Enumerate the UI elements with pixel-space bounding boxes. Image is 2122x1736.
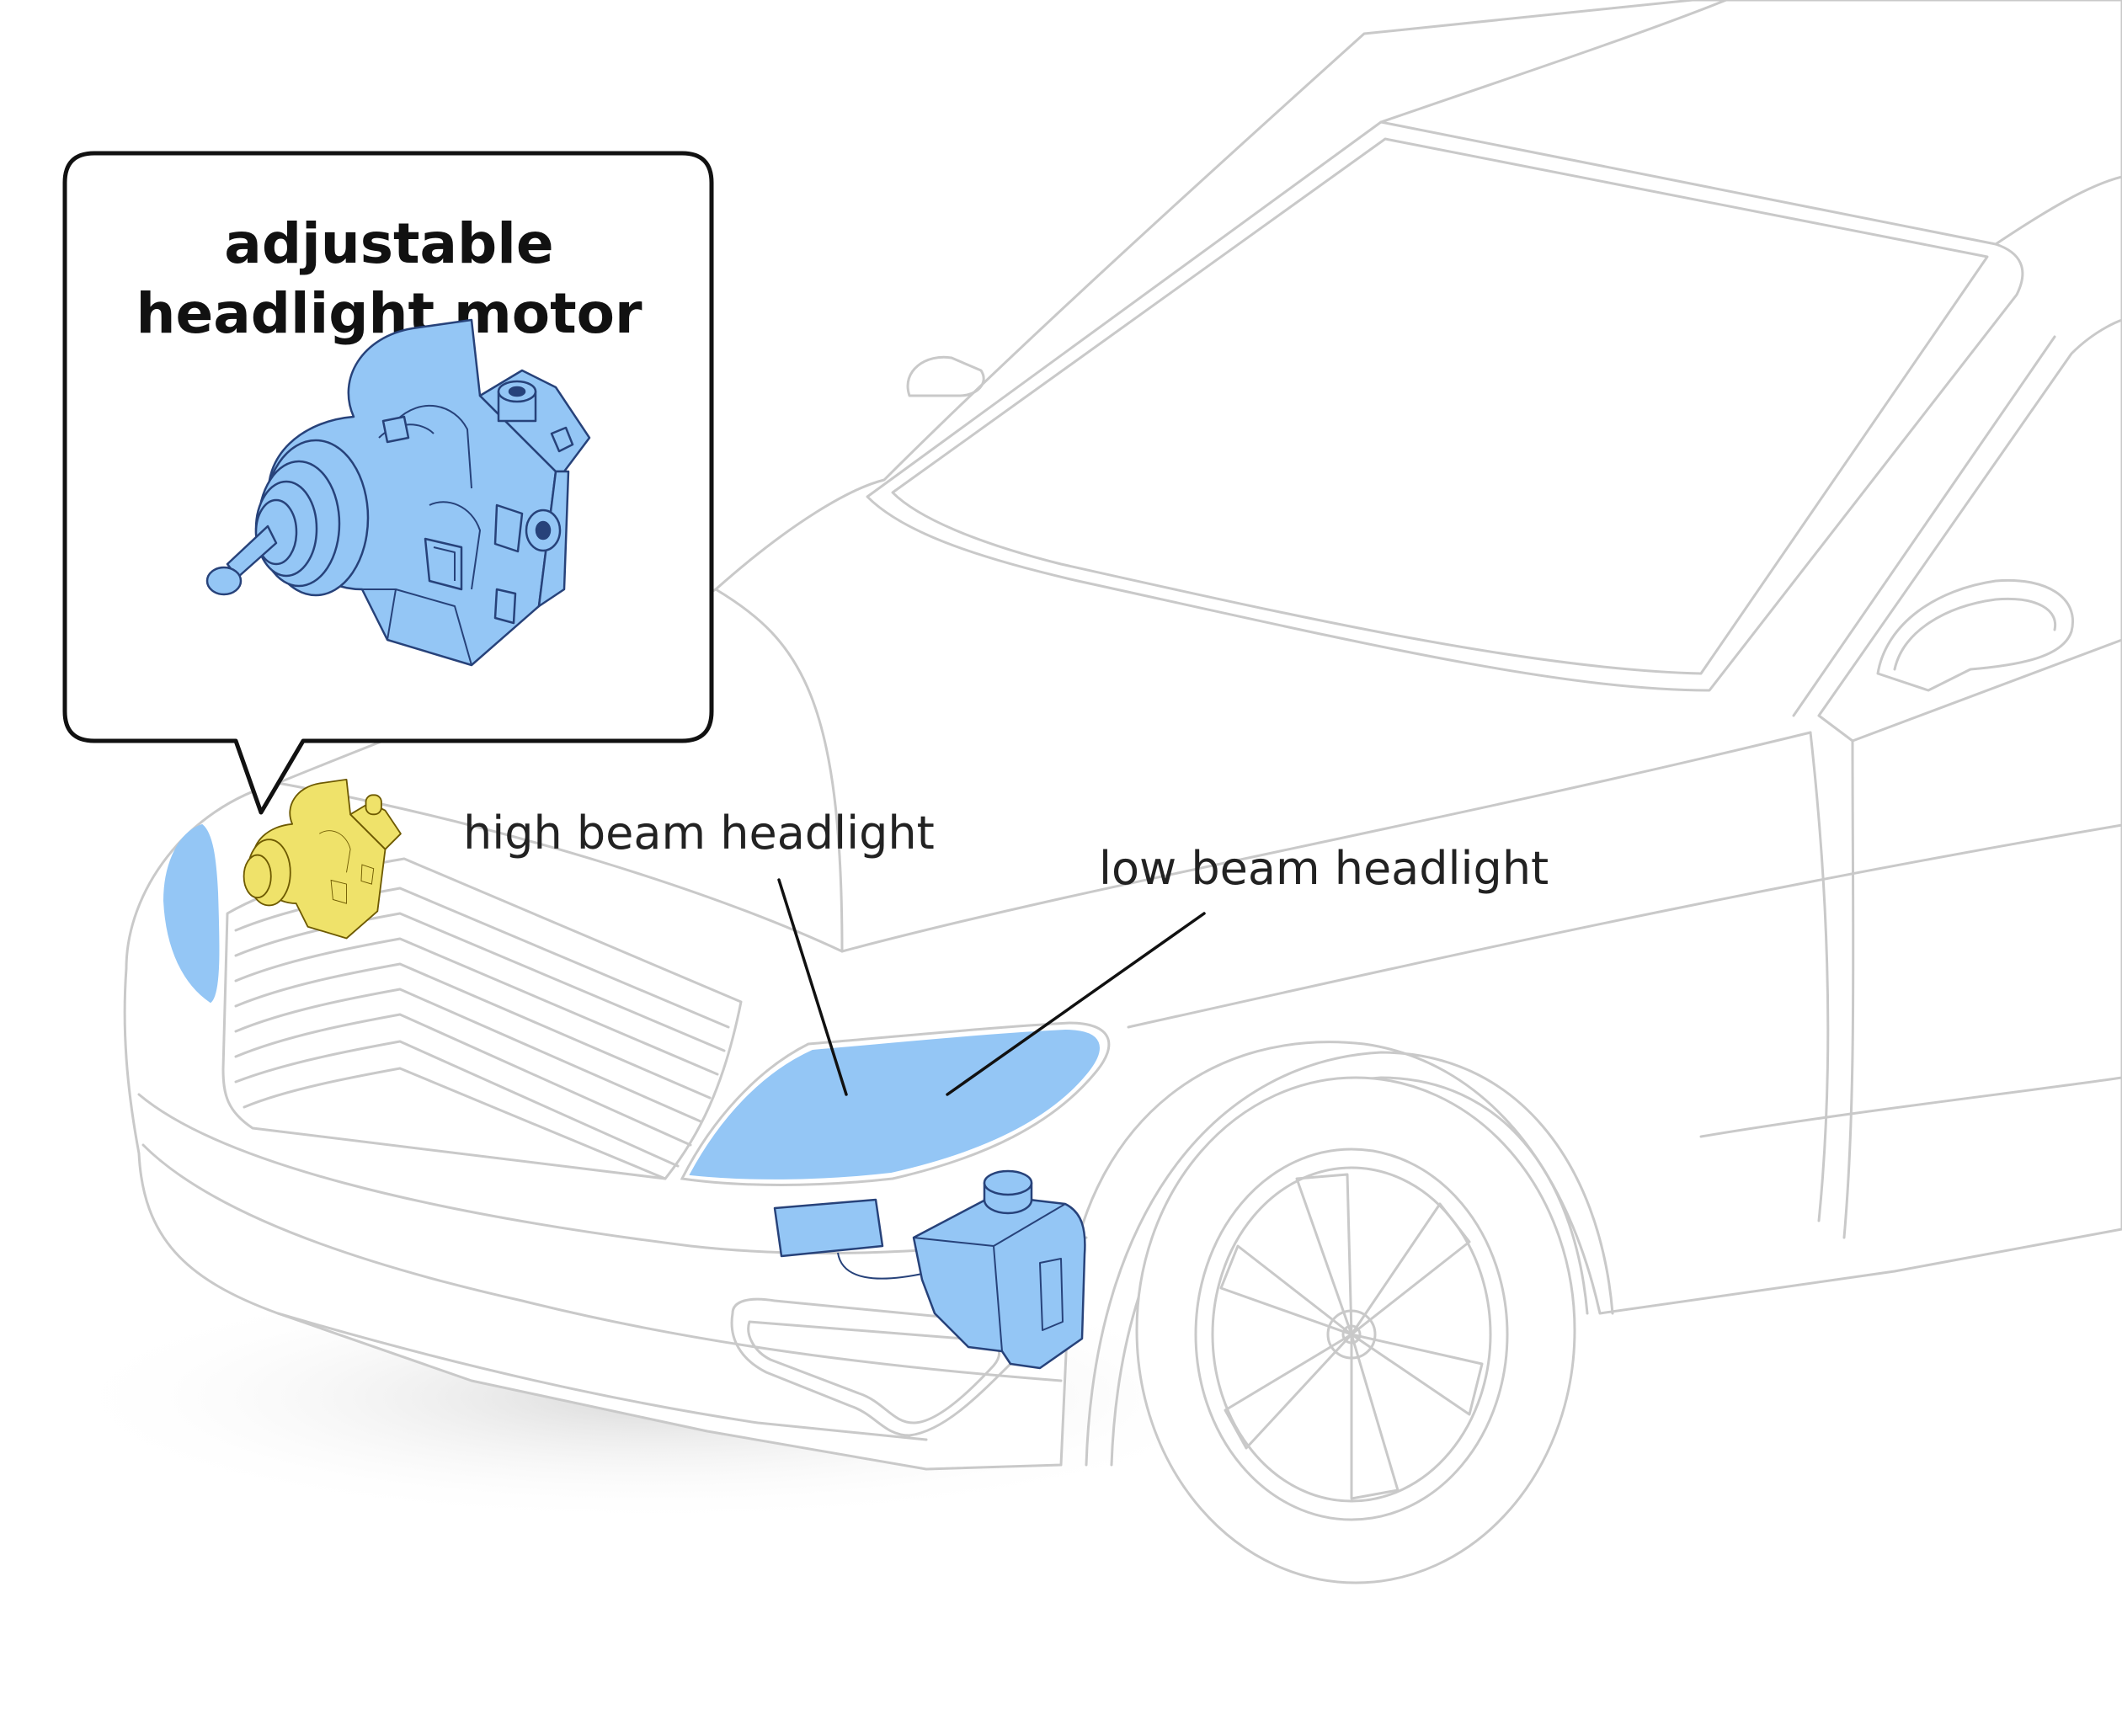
windshield-inner xyxy=(891,137,1989,675)
reservoir-edge xyxy=(913,1203,1066,1352)
bumper-lower xyxy=(141,1143,1063,1382)
rim-outer xyxy=(1194,1148,1509,1521)
side-mirror xyxy=(1876,578,2074,692)
side-mirror-inner xyxy=(1893,597,2057,671)
level-sensor-module xyxy=(773,1198,884,1258)
high-beam-annotation: high beam headlight xyxy=(463,807,935,1096)
fog-lamp-recess-inner xyxy=(747,1320,1001,1424)
front-lip xyxy=(276,1312,928,1441)
callout-title-line-1: adjustable xyxy=(224,211,553,276)
windshield xyxy=(866,120,2024,692)
rim-spokes xyxy=(1219,1173,1484,1500)
left-headlight xyxy=(163,823,220,1004)
right-headlight-housing xyxy=(680,1021,1111,1186)
low-beam-label: low beam headlight xyxy=(1099,842,1549,895)
high-beam-leader xyxy=(777,878,848,1096)
roof-edge xyxy=(1994,175,2122,246)
door-line xyxy=(1809,731,1830,1222)
low-beam-annotation: low beam headlight xyxy=(946,842,1549,1096)
wiper-nozzle xyxy=(906,355,985,397)
door-cutline xyxy=(1842,739,1855,1239)
a-pillar xyxy=(1792,335,2056,717)
roof-line xyxy=(1379,0,1728,124)
wheel-arch xyxy=(1085,1051,1614,1467)
headlight-motor-icon xyxy=(205,318,591,667)
car-illustration xyxy=(123,0,2122,1584)
hood-front-edge xyxy=(714,588,844,953)
rim-inner xyxy=(1211,1166,1492,1503)
side-window xyxy=(1817,318,2122,743)
hub-cap xyxy=(1326,1309,1377,1360)
right-headlight xyxy=(689,1029,1100,1180)
body-side-crease xyxy=(1127,823,2122,1029)
washer-reservoir-icon xyxy=(773,1169,1086,1370)
callout-box: adjustable headlight motor xyxy=(62,151,714,815)
high-beam-label: high beam headlight xyxy=(463,807,935,860)
rocker-line xyxy=(1699,1076,2122,1138)
headlight-motor-on-car xyxy=(243,778,402,940)
fender-crease xyxy=(840,731,1812,953)
reservoir-bracket xyxy=(1039,1258,1064,1331)
fog-lamp-recess xyxy=(730,1297,1019,1437)
low-beam-leader xyxy=(946,912,1206,1096)
hub-center xyxy=(1341,1324,1362,1345)
